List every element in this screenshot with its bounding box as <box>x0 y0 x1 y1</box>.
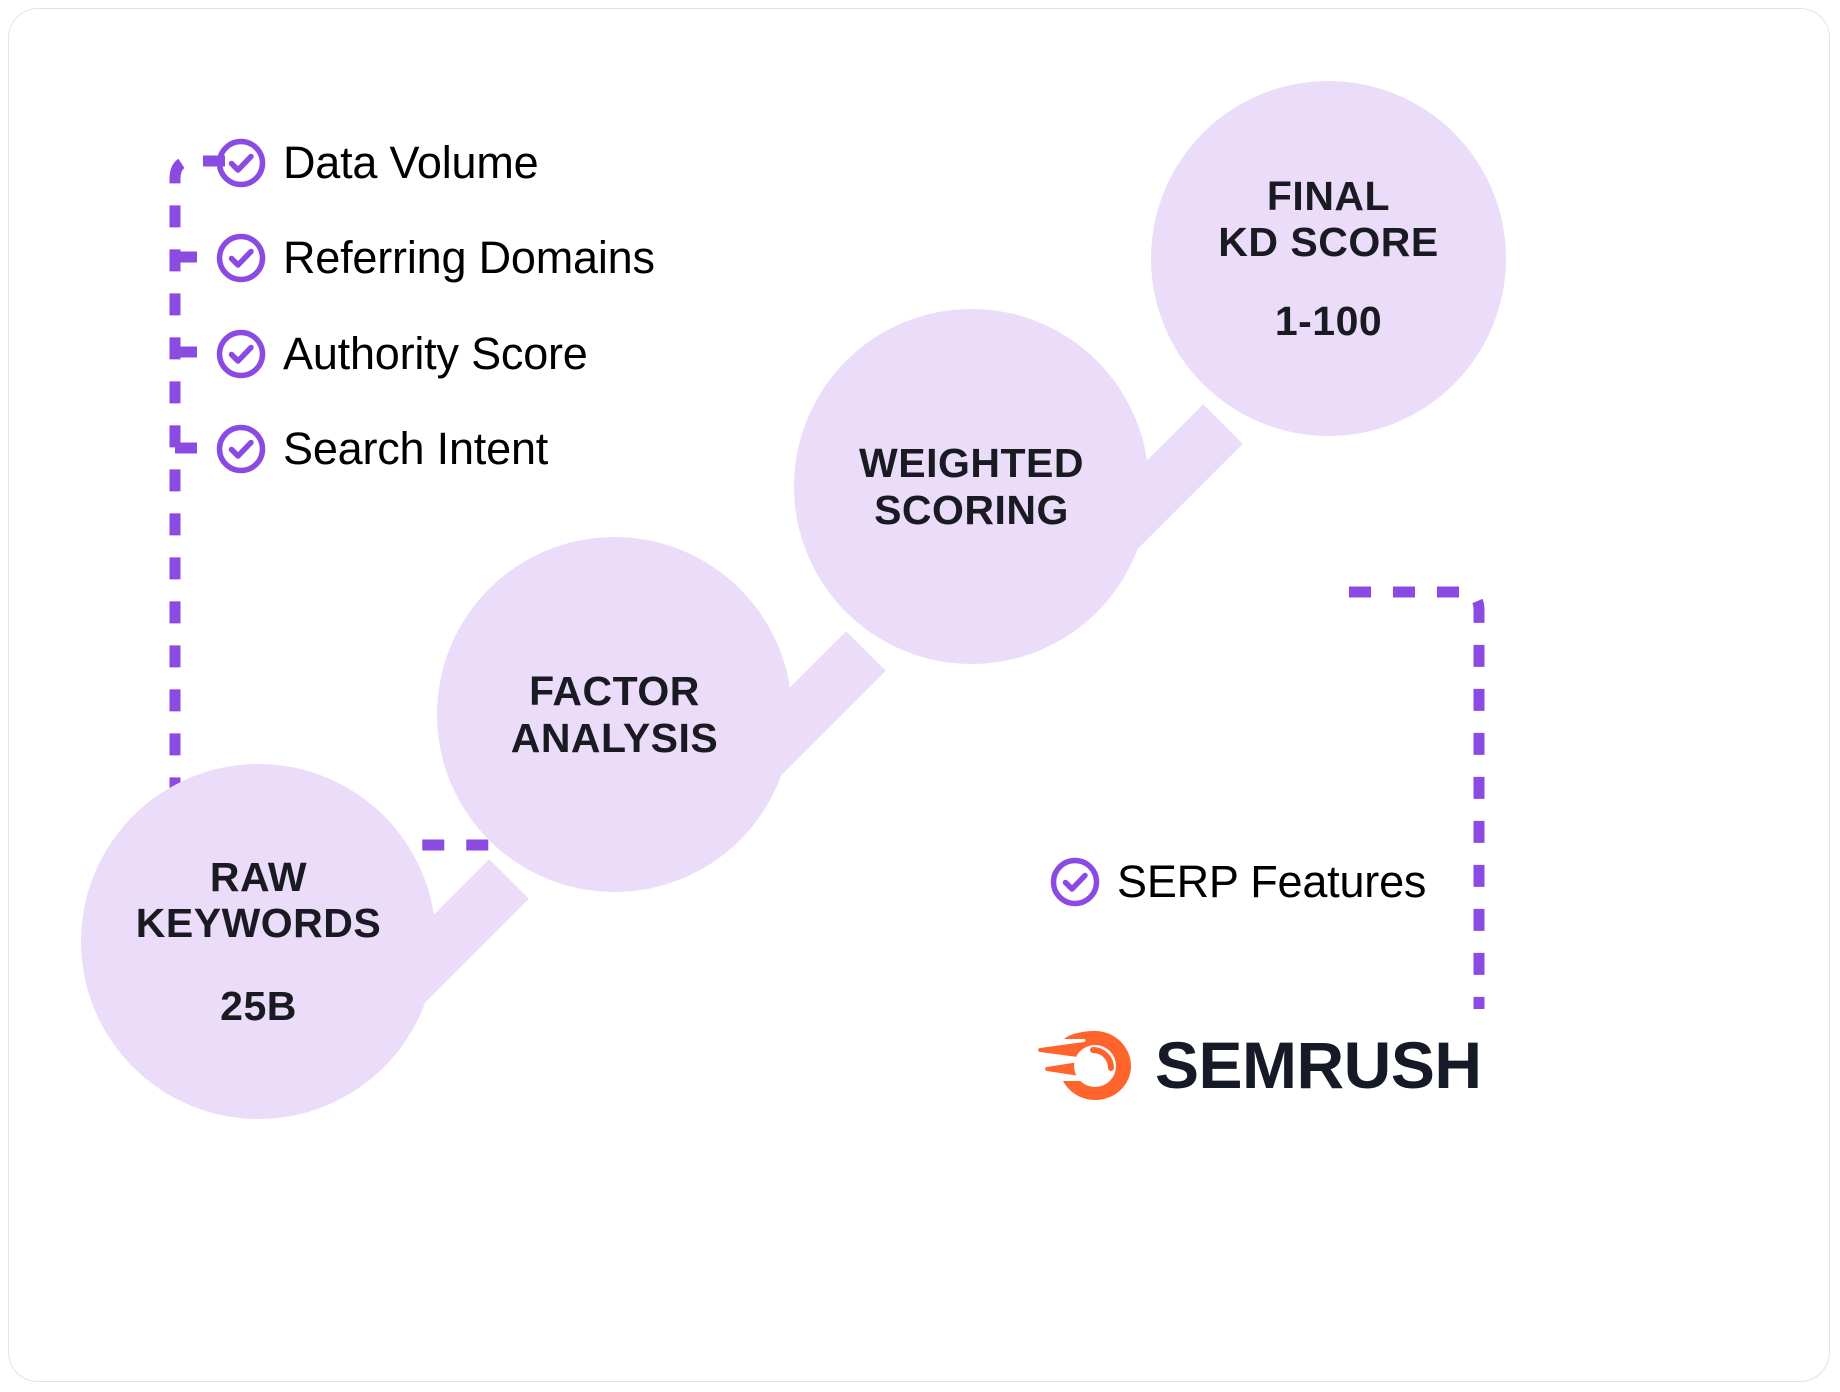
list-item-search-intent: Search Intent <box>215 423 548 475</box>
node-factor-analysis-title: FACTOR ANALYSIS <box>510 668 719 761</box>
list-item-data-volume: Data Volume <box>215 137 539 189</box>
list-item-authority-score: Authority Score <box>215 328 588 380</box>
connector-layer <box>169 155 1485 1029</box>
check-circle-icon <box>216 329 266 379</box>
list-item-label: Referring Domains <box>283 232 655 283</box>
node-raw-keywords-title: RAW KEYWORDS <box>135 853 382 946</box>
check-circle-icon <box>1050 857 1100 907</box>
node-weighted-scoring-title: WEIGHTED SCORING <box>859 440 1084 533</box>
semrush-comet-icon <box>1038 1031 1131 1100</box>
list-item-label: Search Intent <box>283 423 549 474</box>
list-item-serp-features: SERP Features <box>1049 856 1426 908</box>
list-item-referring-domains: Referring Domains <box>215 232 655 284</box>
node-raw-keywords: RAW KEYWORDS 25B <box>81 764 436 1119</box>
semrush-logo-text: SEMRUSH <box>1155 1028 1482 1102</box>
check-circle-icon <box>216 233 266 283</box>
dashed-path-right <box>1349 586 1485 1009</box>
check-circle-icon <box>216 424 266 474</box>
dashed-spine-right <box>1349 586 1485 1009</box>
node-factor-analysis: FACTOR ANALYSIS <box>437 537 792 892</box>
infographic-card: RAW KEYWORDS 25B FACTOR ANALYSIS WEIGHTE… <box>8 8 1830 1382</box>
node-weighted-scoring: WEIGHTED SCORING <box>794 309 1149 664</box>
node-raw-keywords-value: 25B <box>220 983 297 1030</box>
semrush-logo: SEMRUSH <box>1037 1027 1482 1103</box>
node-final-kd-score-value: 1-100 <box>1274 298 1383 345</box>
list-item-label: SERP Features <box>1117 856 1427 907</box>
check-circle-icon <box>216 138 266 188</box>
list-item-label: Authority Score <box>283 328 588 379</box>
list-item-label: Data Volume <box>283 137 539 188</box>
node-final-kd-score: FINAL KD SCORE 1-100 <box>1151 81 1506 436</box>
node-final-kd-score-title: FINAL KD SCORE <box>1218 172 1439 265</box>
